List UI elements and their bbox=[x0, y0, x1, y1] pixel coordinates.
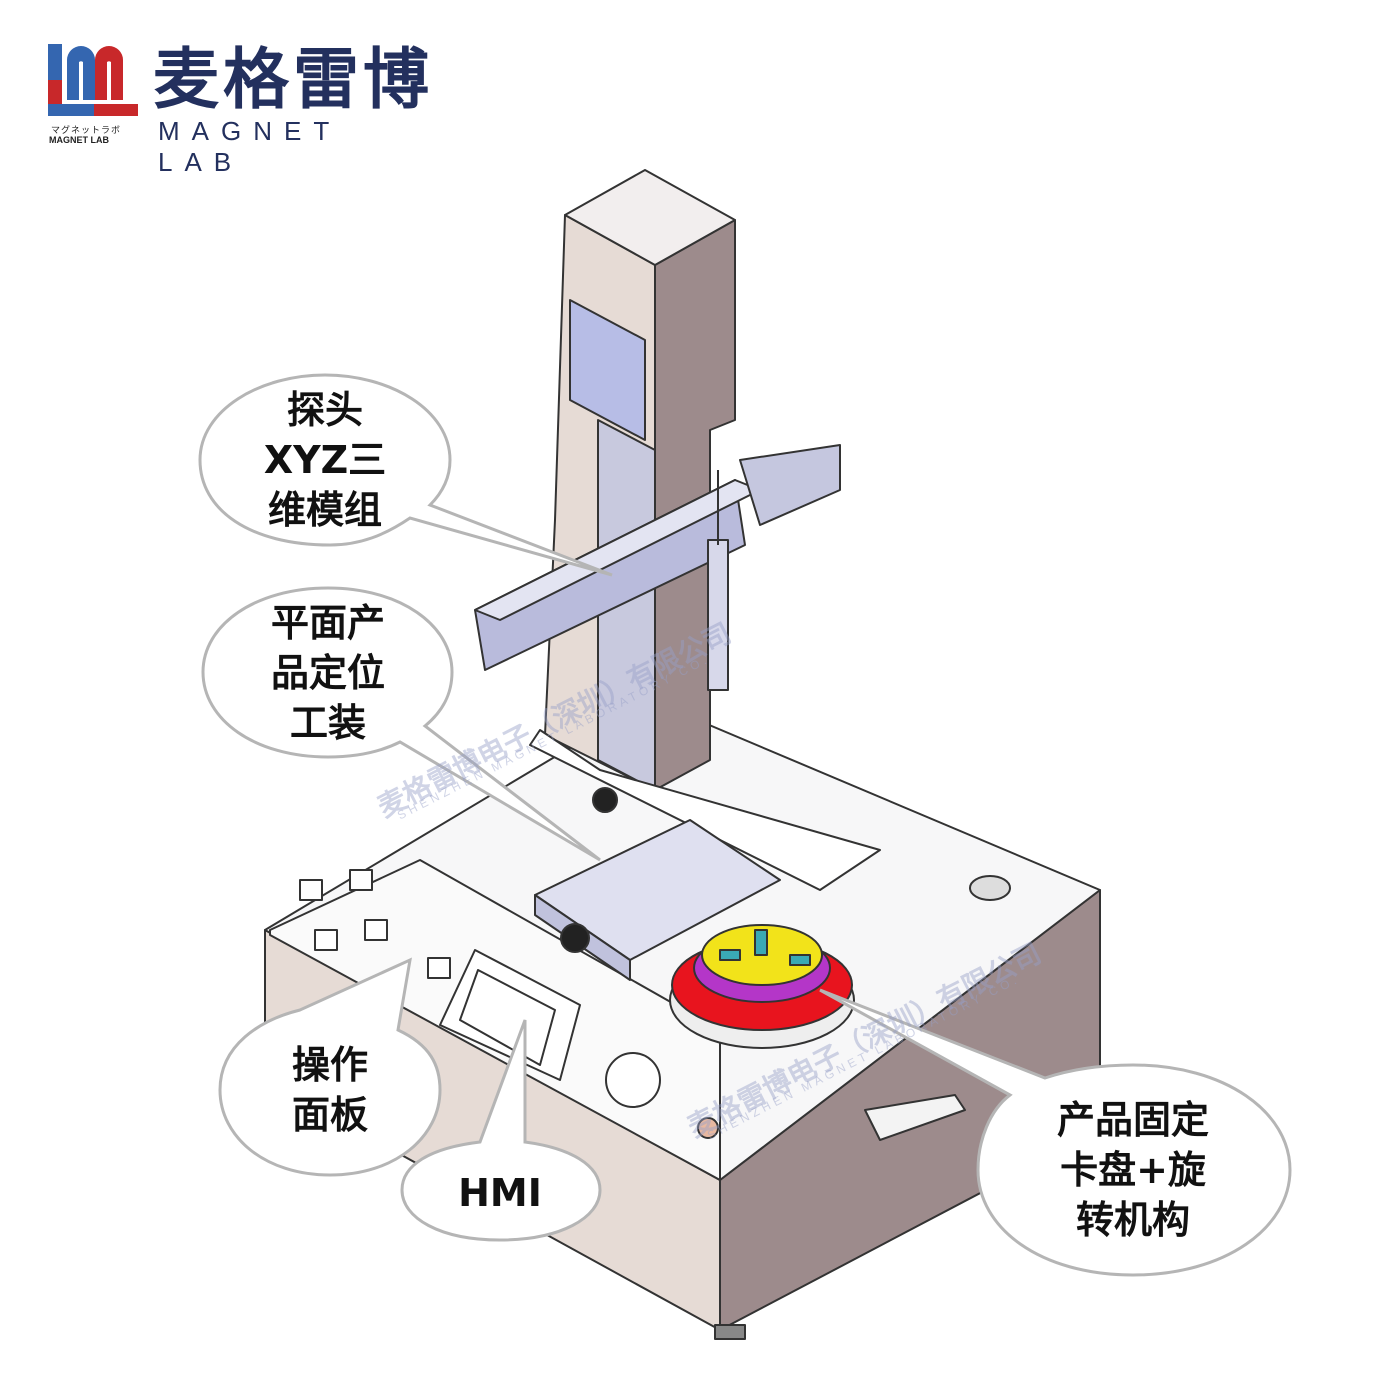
brand-name-cn: 麦格雷博 bbox=[153, 41, 433, 118]
emergency-button bbox=[697, 1117, 719, 1139]
panel-button bbox=[314, 929, 338, 951]
fixture-knob-2 bbox=[592, 787, 618, 813]
side-handle bbox=[864, 1094, 966, 1141]
rotary-knob bbox=[605, 1052, 661, 1108]
logo-kana: マグネットラボ bbox=[51, 126, 122, 136]
hmi-screen bbox=[459, 969, 556, 1066]
column-top bbox=[564, 169, 736, 266]
callout-label-control-panel: 操作 面板 bbox=[291, 1043, 368, 1137]
callout-label-xyz-module: 探头 XYZ三 维模组 bbox=[263, 388, 387, 532]
chuck-jaw bbox=[789, 954, 811, 966]
panel-button bbox=[299, 879, 323, 901]
chuck-jaw bbox=[719, 949, 741, 961]
brand-logo: マグネットラボ MAGNET LAB 麦格雷博 MAGNET LAB bbox=[45, 40, 445, 177]
panel-button bbox=[427, 957, 451, 979]
y-motor bbox=[739, 444, 841, 526]
callout-label-chuck: 产品固定 卡盘+旋 转机构 bbox=[1056, 1098, 1209, 1242]
chuck-jaw bbox=[754, 929, 768, 956]
foot bbox=[714, 1324, 746, 1340]
panel-button bbox=[349, 869, 373, 891]
top-hole bbox=[969, 875, 1011, 901]
base-opening bbox=[529, 729, 881, 891]
magnet-lab-logo-mark bbox=[48, 44, 138, 116]
panel-button bbox=[364, 919, 388, 941]
logo-small-en: MAGNET LAB bbox=[49, 135, 109, 145]
brand-name-en: MAGNET LAB bbox=[158, 116, 341, 177]
column-window bbox=[569, 299, 646, 441]
callout-bubble-chuck bbox=[819, 988, 1292, 1277]
callout-bubble-hmi bbox=[400, 1019, 602, 1242]
callout-label-fixture: 平面产 品定位 工装 bbox=[270, 601, 385, 745]
callout-bubble-fixture bbox=[201, 586, 601, 862]
callout-label-hmi: HMI bbox=[458, 1171, 542, 1215]
callout-bubble-xyz bbox=[198, 373, 613, 577]
callout-bubble-panel bbox=[218, 957, 442, 1177]
fixture-knob bbox=[560, 923, 590, 953]
